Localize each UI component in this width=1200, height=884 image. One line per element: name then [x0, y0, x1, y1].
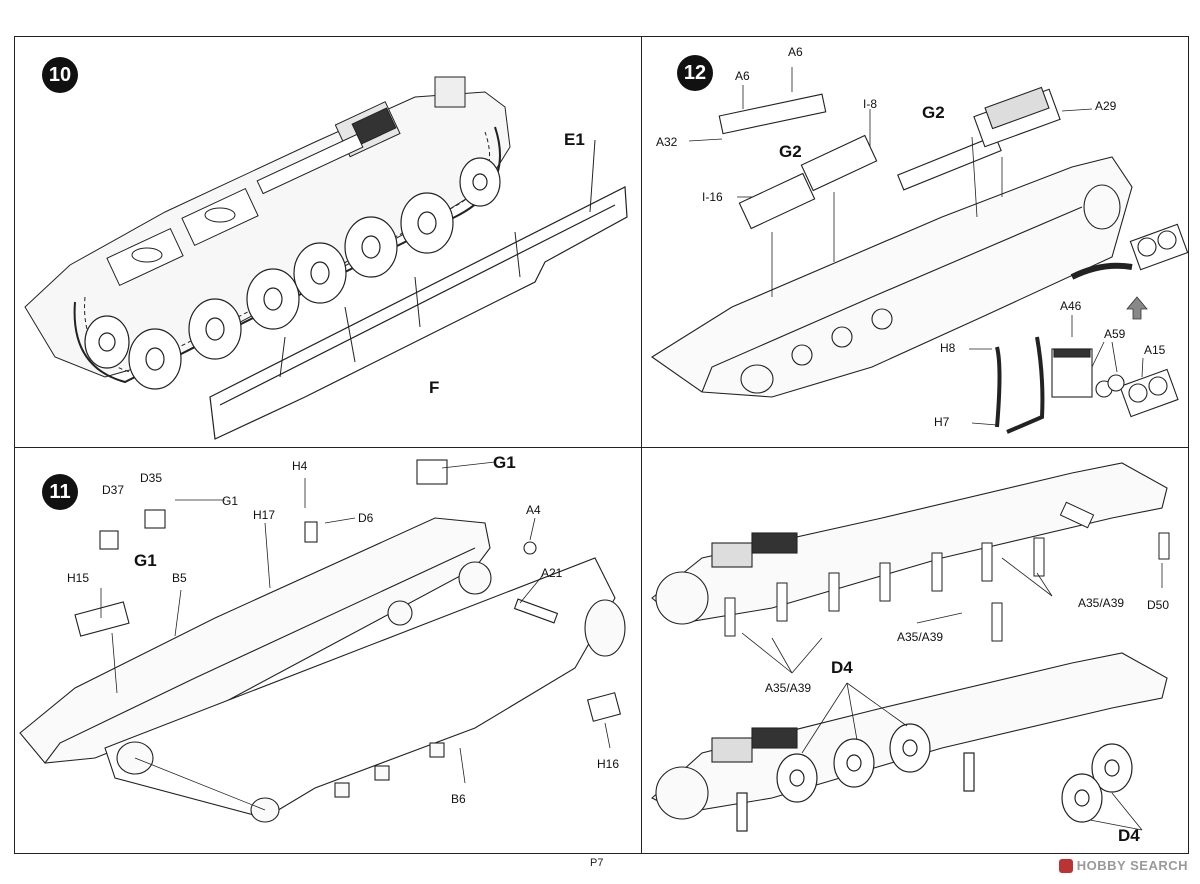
part-label-b5: B5	[172, 571, 187, 585]
part-label-d6: D6	[358, 511, 374, 525]
step-11-panel: 11 H4 G1 D35 D37 G1 H17 D6 A4 G1 H15 B5 …	[15, 448, 641, 853]
part-label-g1-mid: G1	[222, 494, 239, 508]
watermark-logo-icon	[1058, 858, 1073, 873]
part-label-i8: I-8	[863, 97, 878, 111]
part-label-d50: D50	[1147, 598, 1170, 612]
part-label-a15: A15	[1144, 343, 1166, 357]
part-label-d35: D35	[140, 471, 163, 485]
step-12-panel: 12 A6 A6 A32 G2 I-8 G2 A29 I-16 A46 A59 …	[642, 37, 1188, 447]
part-label-h7: H7	[934, 415, 950, 429]
part-label-a4: A4	[526, 503, 541, 517]
part-label-d37: D37	[102, 483, 125, 497]
part-label-a35a39-mid: A35/A39	[897, 630, 944, 644]
part-label-g2-left: G2	[779, 142, 802, 161]
part-label-a35a39-right: A35/A39	[1078, 596, 1125, 610]
panel-divider-vertical	[641, 36, 643, 854]
step-10-badge: 10	[42, 57, 78, 93]
step-10-panel: 10 E1 F	[15, 37, 641, 447]
part-label-a29: A29	[1095, 99, 1117, 113]
part-label-a21: A21	[541, 566, 563, 580]
part-label-g1-big: G1	[134, 551, 157, 570]
part-label-a59: A59	[1104, 327, 1126, 341]
part-label-a46: A46	[1060, 299, 1082, 313]
part-label-b6: B6	[451, 792, 466, 806]
watermark-text: HOBBY SEARCH	[1076, 858, 1188, 873]
step-13-panel: A35/A39 D50 A35/A39 D4 A35/A39 D4	[642, 448, 1188, 853]
watermark: HOBBY SEARCH	[1058, 858, 1188, 873]
part-label-a35a39-left: A35/A39	[765, 681, 812, 695]
panel-divider-horizontal	[14, 447, 1189, 449]
step-12-badge: 12	[677, 55, 713, 91]
part-label-h8: H8	[940, 341, 956, 355]
part-label-h15: H15	[67, 571, 90, 585]
part-label-a6-right: A6	[788, 45, 803, 59]
part-label-i16: I-16	[702, 190, 723, 204]
page-number: P7	[590, 857, 604, 869]
page-frame	[14, 36, 1189, 854]
part-label-g2-right: G2	[922, 103, 945, 122]
part-label-h16: H16	[597, 757, 620, 771]
part-label-h17: H17	[253, 508, 276, 522]
part-label-g1-top: G1	[493, 453, 516, 472]
up-arrow-icon	[1126, 296, 1148, 320]
step-11-badge: 11	[42, 474, 78, 510]
step-11-drawing	[19, 459, 626, 823]
part-label-a6-left: A6	[735, 69, 750, 83]
part-label-e1: E1	[564, 130, 585, 149]
part-label-f: F	[429, 378, 440, 397]
part-label-h4: H4	[292, 459, 308, 473]
step-10-drawing	[24, 76, 628, 440]
step-12-drawing	[651, 67, 1188, 434]
part-label-d4-bottom: D4	[1118, 826, 1140, 845]
part-label-a32: A32	[656, 135, 678, 149]
part-label-d4-top: D4	[831, 658, 853, 677]
step-13-drawing	[651, 462, 1170, 832]
